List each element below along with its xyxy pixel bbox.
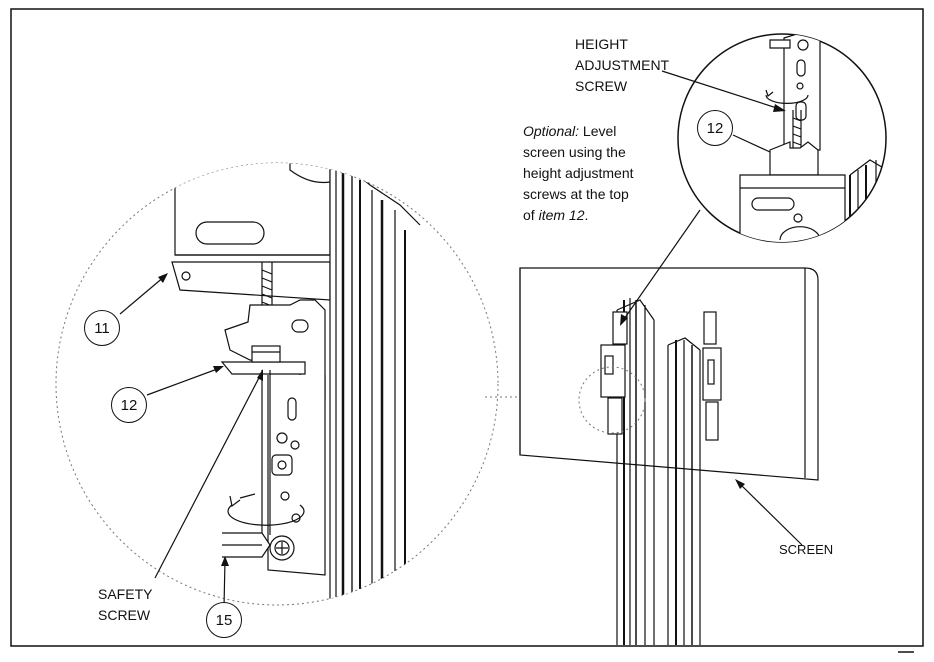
page-border <box>10 8 924 647</box>
leader-height-screw <box>661 70 784 111</box>
height-adjustment-label-line2: ADJUSTMENT <box>575 57 670 73</box>
note-line1: Level <box>579 123 617 139</box>
callout-12-detail: 12 <box>697 110 733 146</box>
leader-12 <box>146 367 221 396</box>
leader-11 <box>119 275 166 315</box>
optional-note: Optional: Level screen using the height … <box>523 123 683 224</box>
note-line3: height adjustment <box>523 165 634 181</box>
top-right-detail-view <box>661 33 887 243</box>
note-line2: screen using the <box>523 144 626 160</box>
note-item-ref: item 12 <box>538 207 585 223</box>
leader-screen <box>737 481 803 546</box>
callout-12: 12 <box>111 387 147 423</box>
callout-11: 11 <box>84 310 120 346</box>
leader-12-detail <box>732 134 771 153</box>
callout-15: 15 <box>206 602 242 638</box>
note-line5-prefix: of <box>523 207 539 223</box>
optional-label: Optional: <box>523 123 580 139</box>
safety-screw-label-line2: SCREW <box>98 607 151 623</box>
note-line5-suffix: . <box>584 207 589 223</box>
height-adjustment-label-line1: HEIGHT <box>575 36 628 52</box>
screen-panel <box>519 267 819 481</box>
left-detail-view <box>55 162 499 608</box>
leader-safety <box>154 371 263 579</box>
left-plate-slot <box>195 221 265 245</box>
screen-assembly-view <box>519 209 819 645</box>
safety-screw-label-line1: SAFETY <box>98 586 153 602</box>
screen-label: SCREEN <box>779 542 834 557</box>
height-adjustment-label-line3: SCREW <box>575 78 628 94</box>
leader-15 <box>223 559 226 608</box>
note-line4: screws at the top <box>523 186 629 202</box>
screen-detail-circle <box>578 366 646 434</box>
